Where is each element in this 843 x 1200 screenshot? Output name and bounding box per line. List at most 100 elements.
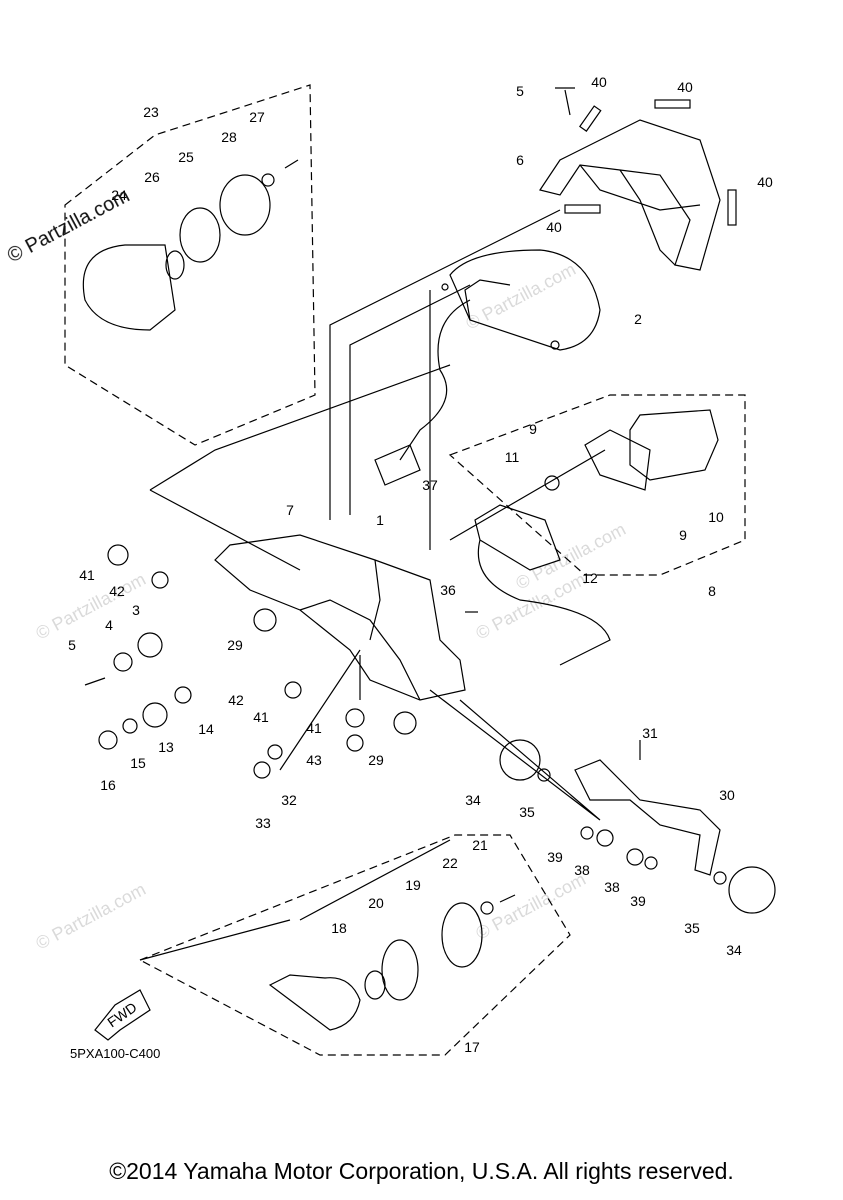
washer-11 [544, 475, 560, 491]
pad-40a [579, 105, 602, 132]
callout-28: 28 [221, 129, 237, 145]
nut-43 [346, 734, 364, 752]
watermark: © Partzilla.com [462, 259, 578, 334]
callout-33: 33 [255, 815, 271, 831]
callout-37: 37 [422, 477, 438, 493]
callout-7: 7 [286, 502, 294, 518]
nut-41b [284, 681, 302, 699]
nut-29a [253, 608, 277, 632]
callout-24: 24 [111, 187, 127, 203]
nut-33 [253, 761, 271, 779]
nut-16 [98, 730, 118, 750]
bolt-42a [151, 571, 169, 589]
callout-41: 41 [253, 709, 269, 725]
callout-39: 39 [630, 893, 646, 909]
copyright-notice: ©2014 Yamaha Motor Corporation, U.S.A. A… [109, 1158, 734, 1184]
callout-6: 6 [516, 152, 524, 168]
watermarks: © Partzilla.com © Partzilla.com © Partzi… [32, 259, 628, 954]
callout-5: 5 [68, 637, 76, 653]
license-light [584, 409, 719, 491]
callout-27: 27 [249, 109, 265, 125]
callout-14: 14 [198, 721, 214, 737]
callout-1: 1 [376, 512, 384, 528]
callout-17: 17 [464, 1039, 480, 1055]
callout-5: 5 [516, 83, 524, 99]
callout-15: 15 [130, 755, 146, 771]
screw-5b [84, 677, 106, 686]
wire-12 [477, 539, 611, 666]
bracket-1 [214, 534, 466, 701]
cap-13 [142, 702, 168, 728]
turn-signal-17 [268, 902, 483, 1031]
bracket-30 [574, 759, 721, 876]
callout-31: 31 [642, 725, 658, 741]
callout-39: 39 [547, 849, 563, 865]
screw-27 [284, 159, 299, 169]
callout-41: 41 [306, 720, 322, 736]
callout-38: 38 [604, 879, 620, 895]
watermark: © Partzilla.com [32, 879, 148, 954]
washer-39 [580, 826, 594, 840]
fwd-arrow [94, 989, 151, 1041]
group-23-box [64, 84, 316, 446]
rear-fender [539, 119, 721, 271]
leader-lines [139, 209, 606, 961]
side-reflector-34-right [728, 866, 776, 914]
callout-18: 18 [331, 920, 347, 936]
callout-4: 4 [105, 617, 113, 633]
callout-9: 9 [529, 421, 537, 437]
callout-35: 35 [684, 920, 700, 936]
nut-28 [261, 173, 275, 187]
collar-4 [113, 652, 133, 672]
washer-35b [713, 871, 727, 885]
washer-32 [267, 744, 283, 760]
callout-42: 42 [228, 692, 244, 708]
callout-12: 12 [582, 570, 598, 586]
nut-29b [393, 711, 417, 735]
wire-harness [399, 299, 471, 461]
callout-22: 22 [442, 855, 458, 871]
callout-13: 13 [158, 739, 174, 755]
washer-22 [480, 901, 494, 915]
washer-15 [122, 718, 138, 734]
callout-40: 40 [591, 74, 607, 90]
washer-35 [537, 768, 551, 782]
pad-40b [654, 99, 691, 109]
watermark: © Partzilla.com [472, 869, 588, 944]
callout-19: 19 [405, 877, 421, 893]
callout-26: 26 [144, 169, 160, 185]
callout-2: 2 [634, 311, 642, 327]
callout-40: 40 [546, 219, 562, 235]
pad-40c [564, 204, 601, 214]
callout-29: 29 [368, 752, 384, 768]
callout-29: 29 [227, 637, 243, 653]
callout-9: 9 [679, 527, 687, 543]
callout-40: 40 [677, 79, 693, 95]
group-17-box [138, 834, 571, 1056]
callout-38: 38 [574, 862, 590, 878]
nut-38b [626, 848, 644, 866]
callout-34: 34 [726, 942, 742, 958]
callout-10: 10 [708, 509, 724, 525]
callout-23: 23 [143, 104, 159, 120]
callout-21: 21 [472, 837, 488, 853]
screw-21 [499, 894, 516, 903]
screw-5a [555, 87, 575, 116]
callout-32: 32 [281, 792, 297, 808]
callout-labels: 1234556789910111213141516171819202122232… [68, 74, 773, 1055]
turn-signal-23 [82, 174, 271, 331]
callout-16: 16 [100, 777, 116, 793]
callout-20: 20 [368, 895, 384, 911]
callout-30: 30 [719, 787, 735, 803]
washer-39b [644, 856, 658, 870]
grommet-3 [137, 632, 163, 658]
callout-25: 25 [178, 149, 194, 165]
callout-40: 40 [757, 174, 773, 190]
callout-43: 43 [306, 752, 322, 768]
taillight-assembly [441, 249, 601, 351]
callout-11: 11 [505, 449, 520, 465]
callout-8: 8 [708, 583, 716, 599]
nut-38 [596, 829, 614, 847]
nut-41a [107, 544, 129, 566]
